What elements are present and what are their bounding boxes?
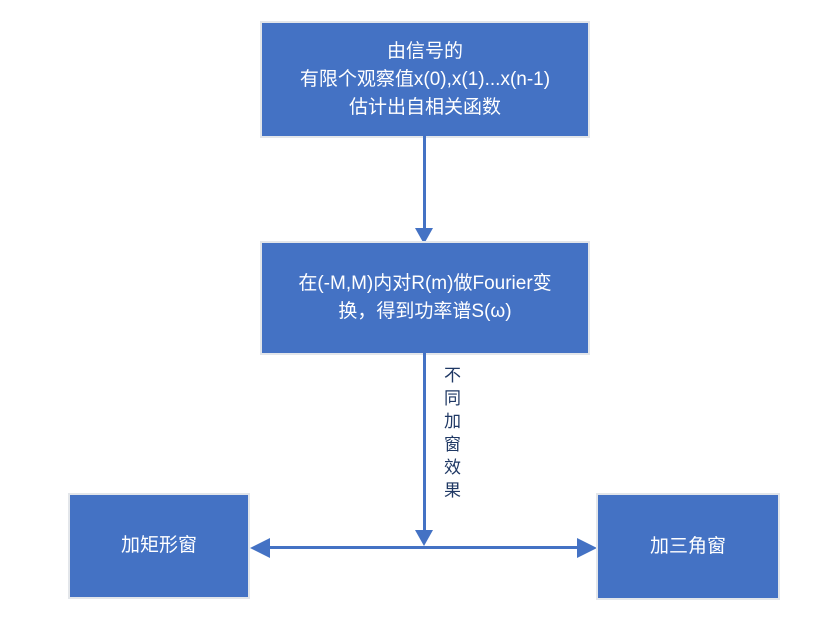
node-text-line: 加三角窗	[649, 535, 726, 557]
branch-arrow-line	[267, 546, 581, 549]
node-triangular-window: 加三角窗	[598, 495, 778, 598]
arrow-box2-to-branch-line	[423, 353, 426, 531]
arrow-box1-to-box2-line	[423, 136, 426, 229]
arrow-right-head-icon	[577, 538, 597, 558]
node-estimate-autocorrelation: 由信号的 有限个观察值x(0),x(1)...x(n-1) 估计出自相关函数	[262, 23, 588, 136]
node-text-line: 换，得到功率谱S(ω)	[338, 301, 512, 322]
arrow-down-head-icon	[415, 228, 433, 244]
arrow-down-head-icon	[415, 530, 433, 546]
node-text-line: 估计出自相关函数	[348, 96, 501, 118]
edge-label-windowing-effects: 不同加窗效果	[441, 366, 460, 504]
node-text-line: 由信号的	[386, 40, 463, 62]
node-rectangular-window: 加矩形窗	[70, 495, 248, 597]
node-fourier-transform: 在(-M,M)内对R(m)做Fourier变 换，得到功率谱S(ω)	[262, 243, 588, 353]
node-text-line: 在(-M,M)内对R(m)做Fourier变	[298, 273, 552, 294]
node-text-line: 有限个观察值x(0),x(1)...x(n-1)	[299, 68, 551, 90]
arrow-left-head-icon	[250, 538, 270, 558]
node-text-line: 加矩形窗	[120, 535, 197, 556]
